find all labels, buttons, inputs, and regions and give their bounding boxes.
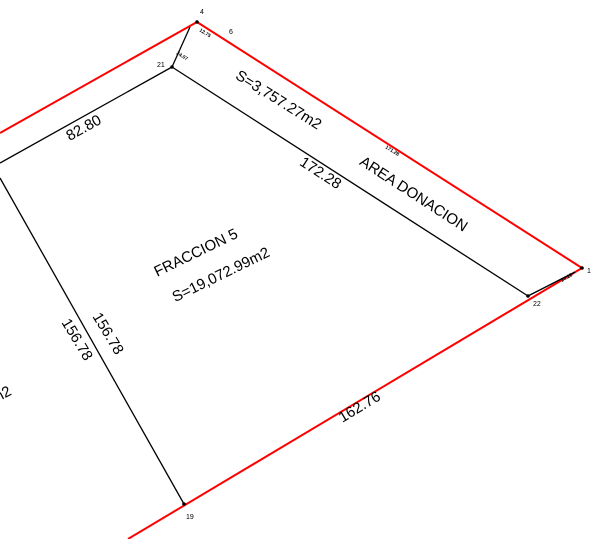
- boundary-top-right: [196, 21, 583, 269]
- point-label-21: 21: [157, 62, 165, 69]
- point-label-6: 6: [229, 29, 233, 36]
- donacion-area: S=3,757.27m2: [232, 67, 324, 133]
- point-label-4: 4: [200, 9, 204, 16]
- vertex-marker-19: [182, 502, 186, 506]
- lot-line-21-22: [171, 66, 529, 297]
- vertex-marker-4: [195, 20, 199, 24]
- dimension-label-156-78-outer: 156.78: [89, 310, 127, 358]
- vertex-markers: [170, 20, 584, 506]
- point-label-22: 22: [533, 301, 541, 308]
- lot-lines: [0, 26, 576, 505]
- boundary-bottom: [127, 267, 583, 539]
- boundary-top-left: [0, 21, 198, 134]
- dimension-label-156-78-inner: 156.78: [58, 316, 96, 364]
- lot-line-21-top: [171, 26, 191, 68]
- lot-line-left-21: [0, 66, 173, 164]
- point-label-19: 19: [186, 514, 194, 521]
- boundary-lines: [0, 21, 583, 539]
- dimension-label-top-small: 24.07: [175, 51, 189, 63]
- dimension-label-top-short: 12.75: [198, 28, 212, 40]
- vertex-marker-1: [580, 266, 584, 270]
- left-area-partial: m2: [0, 383, 14, 408]
- vertex-marker-21: [170, 65, 174, 69]
- dimension-label-top-long: 171.28: [384, 145, 400, 158]
- dimension-label-162-76: 162.76: [336, 388, 384, 426]
- dimension-label-right-short: 24.28: [560, 272, 574, 284]
- lot-line-22-right: [527, 271, 576, 297]
- point-label-1: 1: [587, 268, 591, 275]
- vertex-marker-22: [526, 294, 530, 298]
- dimension-label-172-28: 172.28: [297, 154, 345, 193]
- lot-line-west: [0, 177, 185, 505]
